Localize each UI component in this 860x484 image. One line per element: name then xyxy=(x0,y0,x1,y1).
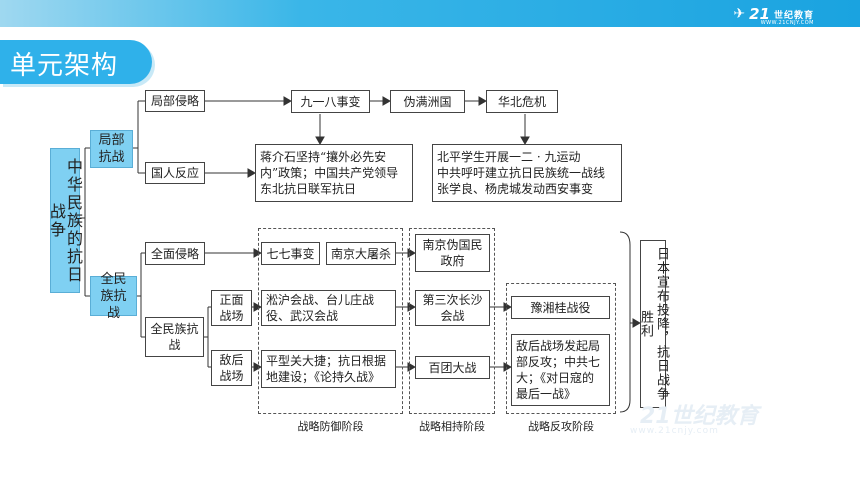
rear-counter-node: 敌后战场发起局部反攻；中共七大；《对日寇的最后一战》 xyxy=(511,334,610,406)
event-918-node: 九一八事变 xyxy=(291,90,370,113)
front-battlefield-node: 正面战场 xyxy=(211,290,252,326)
nanjing-puppet-node: 南京伪国民政府 xyxy=(415,234,490,272)
event-77-node: 七七事变 xyxy=(261,242,320,265)
runner-icon: ✈ xyxy=(733,6,746,22)
stage-label-counter: 战略反攻阶段 xyxy=(528,420,594,433)
surrender-node: 日本宣布投降，抗日战争胜利 xyxy=(638,240,669,408)
full-invasion-node: 全面侵略 xyxy=(145,242,205,265)
rear-battlefield-node: 敌后战场 xyxy=(211,350,252,386)
third-changsha-node: 第三次长沙会战 xyxy=(415,290,490,326)
stage-box-stalemate xyxy=(409,228,495,414)
reaction-students-node: 北平学生开展一二 · 九运动 中共呼吁建立抗日民族统一战线 张学良、杨虎城发动西… xyxy=(432,144,622,202)
national-reaction-node: 国人反应 xyxy=(145,162,205,184)
page-title: 单元架构 xyxy=(10,51,119,81)
national-resistance-node: 全民族抗战 xyxy=(145,317,204,357)
logo-text: 世纪教育 xyxy=(773,10,814,21)
hundred-regiments-node: 百团大战 xyxy=(415,356,490,379)
front-battles-node: 淞沪会战、台儿庄战役、武汉会战 xyxy=(261,290,396,326)
rear-victory-node: 平型关大捷；抗日根据地建设；《论持久战》 xyxy=(261,350,396,388)
stage-label-defense: 战略防御阶段 xyxy=(297,420,364,433)
north-crisis-node: 华北危机 xyxy=(486,90,558,113)
yuxiang-battle-node: 豫湘桂战役 xyxy=(511,296,610,319)
manchukuo-node: 伪满洲国 xyxy=(390,90,465,113)
root-node: 中华民族的抗日战争 xyxy=(47,148,83,293)
reaction-kmt-ccp-node: 蒋介石坚持“攘外必先安内”政策；中国共产党领导东北抗日联军抗日 xyxy=(255,144,413,202)
stage-label-stalemate: 战略相持阶段 xyxy=(419,420,485,433)
watermark: 21世纪教育 xyxy=(640,404,759,429)
logo-number: 21 xyxy=(749,5,770,23)
national-war-node: 全民族抗战 xyxy=(90,272,137,321)
watermark-url: www.21cnjy.com xyxy=(630,426,719,436)
top-banner xyxy=(0,0,860,27)
logo-url: WWW.21CNJY.COM xyxy=(760,20,814,26)
local-invasion-node: 局部侵略 xyxy=(145,90,205,112)
stage-box-counter xyxy=(506,283,616,414)
local-war-node: 局部抗战 xyxy=(90,130,133,168)
brand-logo: ✈ 21 世纪教育 WWW.21CNJY.COM xyxy=(733,4,814,26)
title-tab xyxy=(0,40,152,84)
nanjing-massacre-node: 南京大屠杀 xyxy=(326,242,396,265)
stage-box-defense xyxy=(258,228,403,414)
